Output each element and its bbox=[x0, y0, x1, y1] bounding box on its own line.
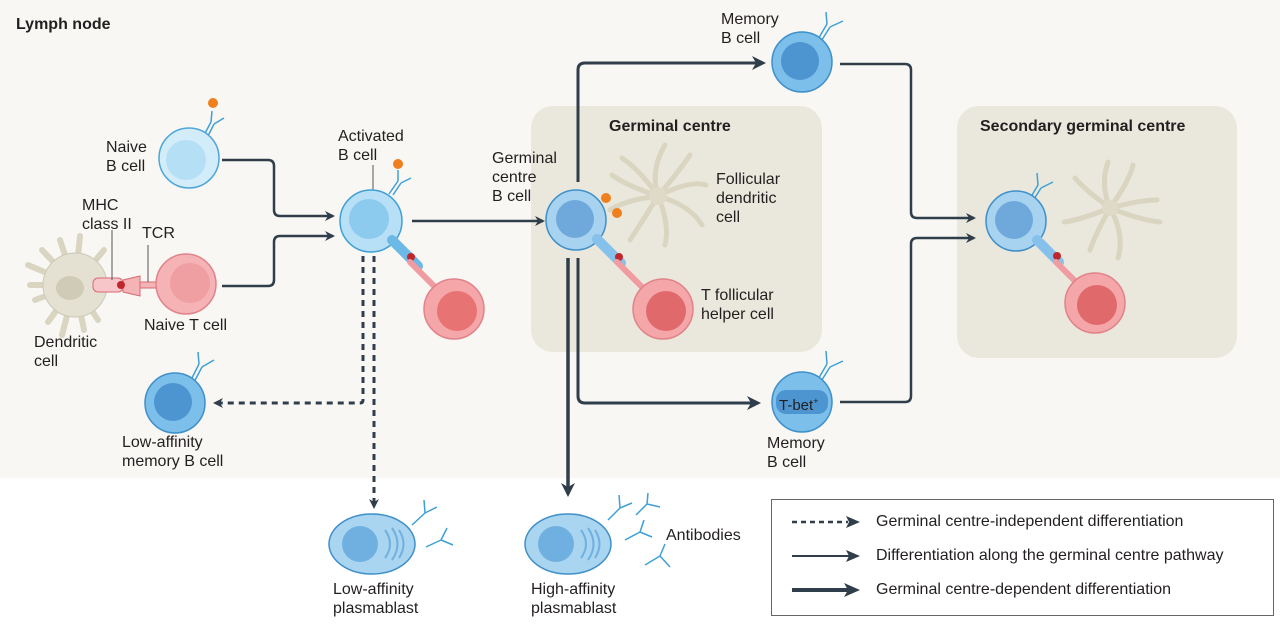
t-follicular-helper-cell bbox=[632, 278, 694, 340]
high-affinity-plasmablast-label: High-affinity plasmablast bbox=[531, 581, 617, 617]
tbet-marker-label: T-bet+ bbox=[779, 396, 819, 414]
antigen-icon bbox=[612, 208, 622, 218]
memory-b-cell-top-label: Memory B cell bbox=[721, 11, 779, 47]
arrow-tbet-memory-to-secondary-gc bbox=[840, 233, 976, 404]
arrows bbox=[222, 56, 976, 497]
mhc-tcr-complex bbox=[92, 230, 167, 297]
antigen-icon bbox=[208, 98, 218, 108]
legend-item-thick: Germinal centre-dependent differentiatio… bbox=[790, 579, 1171, 601]
legend-item-thin: Differentiation along the germinal centr… bbox=[790, 545, 1223, 567]
activated-b-cell-label: Activated B cell bbox=[338, 128, 404, 164]
secondary-fdc bbox=[1061, 159, 1163, 261]
naive-t-cell bbox=[155, 253, 217, 315]
arrow-gc-to-tbet-memory-b bbox=[576, 258, 761, 410]
arrow-gc-to-memory-b bbox=[576, 56, 766, 182]
low-affinity-memory-b-cell-label: Low-affinity memory B cell bbox=[122, 434, 224, 470]
arrow-naive-b-to-activated bbox=[222, 158, 335, 221]
antibodies-label: Antibodies bbox=[666, 527, 741, 544]
dendritic-cell bbox=[25, 233, 108, 338]
germinal-centre-region bbox=[531, 106, 822, 352]
naive-t-cell-label: Naive T cell bbox=[144, 317, 227, 334]
legend: Germinal centre-independent differentiat… bbox=[771, 499, 1274, 616]
low-affinity-plasmablast-label: Low-affinity plasmablast bbox=[333, 581, 419, 617]
memory-b-cell-bottom-label: Memory B cell bbox=[767, 435, 825, 471]
low-affinity-plasmablast bbox=[328, 499, 454, 575]
antigen-icon bbox=[601, 193, 611, 203]
germinal-centre-b-cell bbox=[545, 189, 655, 300]
naive-b-cell bbox=[158, 98, 225, 189]
follicular-dendritic-cell bbox=[607, 142, 709, 248]
secondary-germinal-centre-title: Secondary germinal centre bbox=[980, 118, 1186, 135]
lymph-node-title: Lymph node bbox=[16, 16, 111, 33]
memory-b-cell-top bbox=[771, 11, 844, 93]
antibody-icon bbox=[607, 492, 671, 568]
legend-item-dashed: Germinal centre-independent differentiat… bbox=[790, 511, 1183, 533]
germinal-centre-title: Germinal centre bbox=[609, 118, 731, 135]
antibody-icon bbox=[411, 499, 454, 548]
tbet-memory-b-cell bbox=[771, 350, 844, 433]
high-affinity-plasmablast bbox=[524, 492, 671, 575]
arrow-naive-t-to-activated bbox=[222, 231, 335, 288]
antigen-icon bbox=[393, 159, 403, 169]
arrow-activated-to-low-affinity-memory bbox=[213, 256, 365, 408]
germinal-centre-b-cell-label: Germinal centre B cell bbox=[492, 150, 557, 205]
arrow-memory-to-secondary-gc bbox=[840, 62, 976, 223]
low-affinity-memory-b-cell bbox=[144, 351, 215, 434]
activated-b-cell bbox=[339, 159, 485, 340]
dendritic-cell-label: Dendritic cell bbox=[34, 334, 98, 370]
mhc-class-ii-label: MHC class II bbox=[82, 197, 132, 233]
dashed-arrow-icon bbox=[792, 516, 860, 528]
tcr-label: TCR bbox=[142, 225, 175, 242]
naive-b-cell-label: Naive B cell bbox=[106, 139, 147, 175]
dashed-arrows bbox=[213, 256, 379, 509]
secondary-b-cell bbox=[985, 172, 1126, 334]
thick-arrow-icon bbox=[792, 583, 860, 597]
thin-arrow-icon bbox=[792, 550, 860, 562]
t-follicular-helper-cell-label: T follicular helper cell bbox=[701, 287, 774, 323]
follicular-dendritic-cell-label: Follicular dendritic cell bbox=[716, 171, 781, 226]
